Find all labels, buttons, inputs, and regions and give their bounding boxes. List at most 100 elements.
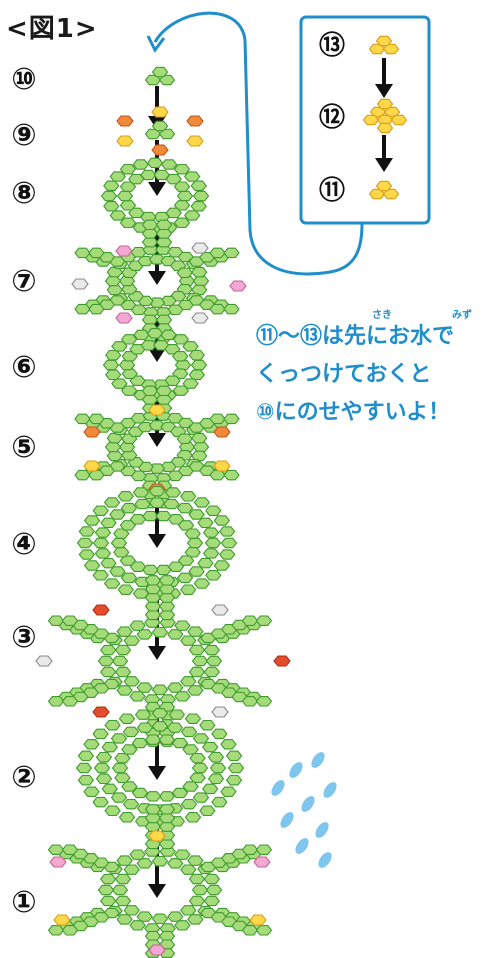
bead bbox=[128, 207, 145, 219]
bead bbox=[117, 584, 135, 595]
bead bbox=[148, 944, 166, 956]
bead bbox=[47, 844, 65, 855]
arrow-6-5-head bbox=[148, 433, 166, 447]
bead bbox=[113, 547, 130, 558]
bead bbox=[180, 676, 197, 687]
bead bbox=[92, 570, 109, 581]
bead bbox=[101, 783, 119, 795]
bead bbox=[146, 157, 164, 169]
bead bbox=[191, 884, 209, 896]
bead bbox=[180, 798, 198, 810]
bead bbox=[78, 549, 96, 560]
bead bbox=[189, 752, 206, 764]
bead bbox=[61, 615, 79, 626]
bead bbox=[223, 413, 240, 425]
bead bbox=[110, 792, 128, 803]
bead bbox=[99, 666, 117, 678]
bead bbox=[187, 914, 204, 925]
bead bbox=[211, 706, 229, 718]
bead bbox=[141, 219, 159, 231]
bead bbox=[99, 895, 117, 907]
bead bbox=[137, 421, 154, 433]
bead bbox=[197, 517, 214, 529]
bead bbox=[134, 498, 151, 510]
bead bbox=[173, 200, 191, 211]
bead bbox=[178, 275, 196, 287]
bead bbox=[115, 245, 133, 257]
bead bbox=[173, 181, 191, 192]
bead bbox=[121, 781, 138, 792]
bead bbox=[136, 629, 153, 640]
bead bbox=[202, 527, 220, 538]
bead bbox=[120, 334, 138, 345]
bead bbox=[109, 509, 126, 520]
bead bbox=[76, 537, 94, 549]
water-drop bbox=[301, 796, 315, 812]
bead bbox=[74, 247, 91, 259]
bead bbox=[186, 115, 204, 127]
step-label-7: ⑦ bbox=[11, 264, 37, 299]
step-label-4: ④ bbox=[11, 527, 37, 562]
bead bbox=[151, 721, 169, 732]
bead bbox=[74, 469, 91, 481]
bead bbox=[218, 526, 236, 537]
bead bbox=[209, 303, 226, 315]
bead bbox=[191, 242, 209, 254]
bead bbox=[141, 394, 159, 405]
step-label-10: ⑩ bbox=[11, 62, 37, 97]
bead bbox=[190, 359, 208, 371]
bead bbox=[129, 514, 147, 525]
bead bbox=[53, 914, 71, 926]
inset-label-11: ⑪ bbox=[318, 176, 345, 206]
bead bbox=[129, 561, 147, 572]
bead bbox=[209, 247, 226, 259]
bead bbox=[213, 515, 231, 526]
bead bbox=[77, 750, 95, 762]
bead bbox=[111, 884, 129, 896]
bead bbox=[140, 169, 157, 181]
bead bbox=[144, 821, 162, 832]
bead bbox=[74, 303, 91, 315]
bead bbox=[95, 773, 113, 785]
bead bbox=[155, 236, 173, 248]
bead bbox=[106, 284, 124, 296]
bead bbox=[179, 584, 197, 595]
bead bbox=[220, 786, 237, 797]
bead bbox=[144, 601, 162, 612]
arrow-4-3-head bbox=[148, 646, 166, 660]
bead bbox=[183, 171, 201, 182]
bead bbox=[158, 804, 176, 815]
bead bbox=[190, 284, 208, 296]
bead bbox=[187, 685, 204, 696]
bead bbox=[100, 190, 118, 202]
arrow-5-4-head bbox=[148, 534, 166, 548]
note-line-2: くっつけておくと bbox=[256, 362, 432, 387]
bead bbox=[116, 914, 133, 925]
bead bbox=[155, 314, 173, 326]
bead bbox=[382, 43, 400, 55]
bead bbox=[223, 303, 240, 315]
bead bbox=[211, 728, 228, 740]
bead bbox=[118, 359, 136, 371]
bead bbox=[151, 708, 169, 719]
bead bbox=[158, 609, 176, 621]
bead bbox=[191, 762, 209, 774]
bead bbox=[188, 644, 206, 656]
bead bbox=[61, 844, 79, 855]
bead bbox=[171, 737, 189, 749]
bead bbox=[97, 655, 115, 667]
bead bbox=[188, 873, 206, 885]
bead bbox=[190, 432, 208, 444]
bead bbox=[171, 351, 189, 362]
bead bbox=[136, 722, 154, 733]
bead bbox=[133, 329, 150, 341]
bead bbox=[173, 217, 191, 229]
bead bbox=[100, 557, 117, 569]
bead bbox=[205, 505, 222, 516]
bead bbox=[114, 895, 132, 907]
bead bbox=[362, 114, 380, 126]
bead bbox=[155, 219, 173, 231]
arrow-7-6-head bbox=[148, 348, 166, 362]
bead bbox=[141, 236, 159, 248]
